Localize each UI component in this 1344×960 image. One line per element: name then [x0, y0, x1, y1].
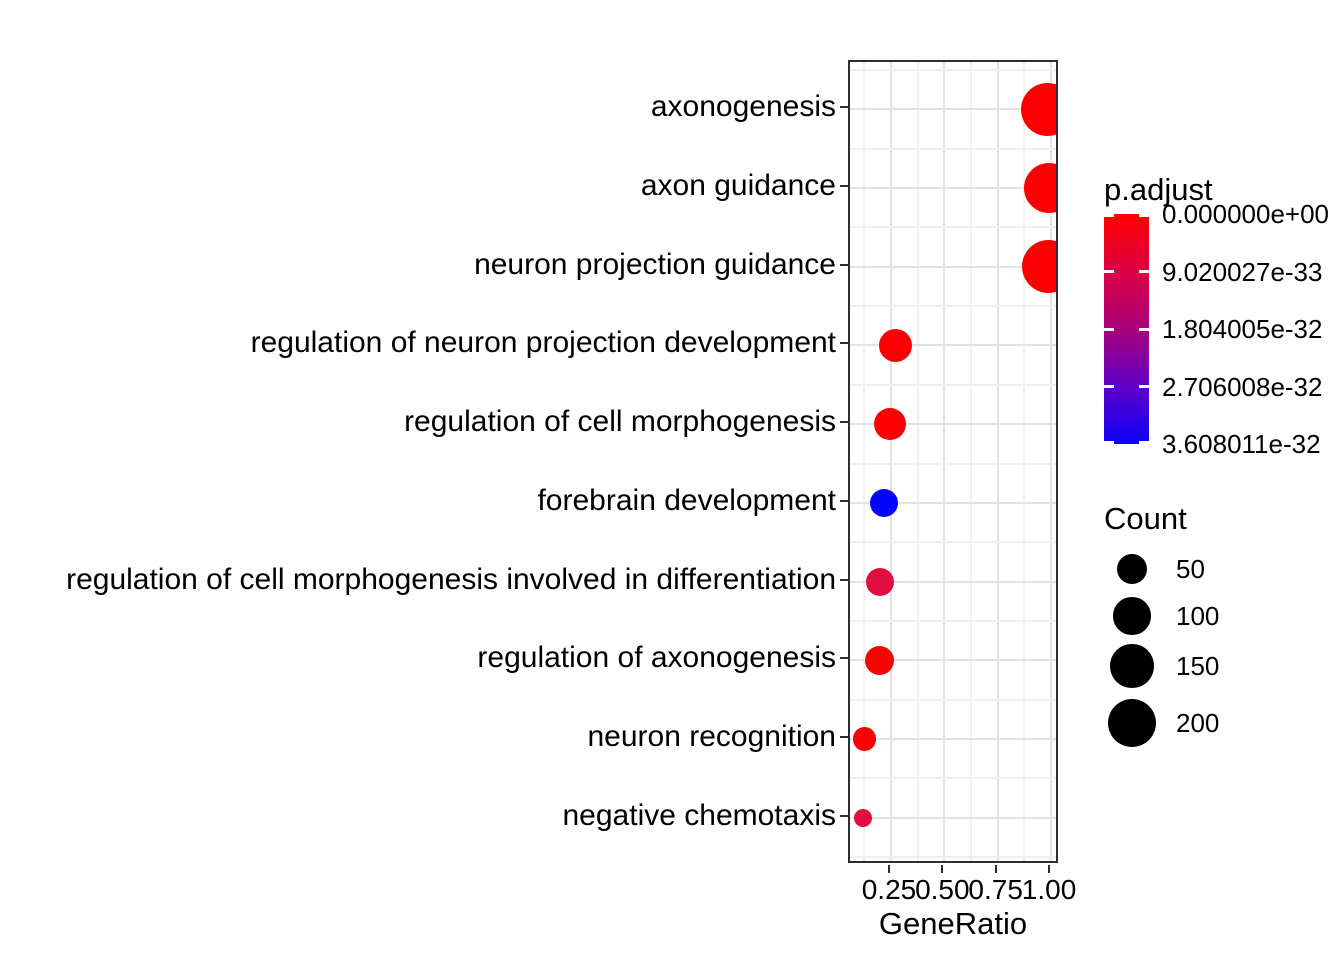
gridline-minor-horizontal	[850, 462, 1056, 465]
y-axis-tick	[840, 736, 848, 739]
y-axis-label: negative chemotaxis	[562, 798, 837, 832]
y-axis-tick	[840, 814, 848, 817]
colorbar-tick	[1104, 270, 1114, 273]
data-point	[878, 328, 912, 362]
y-axis-label: axonogenesis	[650, 90, 836, 124]
count-legend-label: 100	[1176, 601, 1220, 631]
gridline-major-vertical	[889, 62, 892, 861]
gridline-major-horizontal	[850, 816, 1056, 819]
gridline-major-vertical	[996, 62, 999, 861]
gridline-minor-vertical	[863, 62, 866, 861]
data-point	[865, 567, 894, 596]
data-point	[853, 727, 877, 751]
y-axis-tick	[840, 421, 848, 424]
x-axis-tick	[1048, 865, 1051, 873]
count-legend-circle	[1107, 698, 1156, 747]
y-axis-tick	[840, 263, 848, 266]
count-legend-circle	[1113, 597, 1151, 635]
colorbar-tick-label: 1.804005e-32	[1162, 314, 1323, 344]
gridline-major-horizontal	[850, 580, 1056, 583]
colorbar-tick	[1104, 385, 1114, 388]
colorbar-tick	[1139, 214, 1149, 217]
x-axis-title: GeneRatio	[878, 906, 1028, 941]
gridline-major-vertical	[1050, 62, 1053, 861]
x-axis-tick-label: 0.50	[915, 874, 970, 905]
colorbar-tick-label: 3.608011e-32	[1162, 429, 1321, 459]
y-axis-label: regulation of neuron projection developm…	[250, 326, 836, 360]
gridline-minor-horizontal	[850, 541, 1056, 544]
x-axis-tick-label: 1.00	[1021, 874, 1077, 905]
gridline-major-horizontal	[850, 265, 1056, 268]
colorbar-tick-label: 9.020027e-33	[1162, 256, 1323, 287]
y-axis-tick	[840, 578, 848, 581]
data-point	[1022, 240, 1056, 294]
colorbar-tick-label: 0.000000e+00	[1162, 199, 1330, 229]
y-axis-label: regulation of axonogenesis	[477, 641, 836, 675]
count-legend-label: 50	[1176, 554, 1205, 584]
gridline-minor-horizontal	[850, 619, 1056, 622]
y-axis-label: regulation of cell morphogenesis involve…	[66, 562, 836, 596]
x-axis-tick-label: 0.25	[861, 874, 917, 905]
gridline-major-horizontal	[850, 659, 1056, 662]
colorbar-tick	[1104, 327, 1114, 331]
gridline-major-horizontal	[850, 501, 1056, 504]
colorbar-tick	[1139, 441, 1149, 444]
y-axis-label: axon guidance	[640, 168, 836, 202]
count-legend-circle	[1110, 644, 1154, 688]
gridline-minor-horizontal	[850, 305, 1056, 308]
data-point	[864, 645, 894, 675]
data-point	[870, 488, 899, 517]
gridline-minor-vertical	[1023, 62, 1026, 861]
y-axis-tick	[840, 499, 848, 502]
colorbar-tick	[1104, 441, 1114, 444]
count-legend-title: Count	[1104, 501, 1187, 536]
gridline-minor-horizontal	[850, 226, 1056, 229]
count-legend-circle	[1116, 553, 1147, 584]
gridline-minor-vertical	[916, 62, 919, 861]
y-axis-label: regulation of cell morphogenesis	[404, 405, 836, 439]
data-point	[853, 808, 873, 827]
count-legend-label: 150	[1176, 651, 1220, 681]
gridline-major-horizontal	[850, 738, 1056, 741]
x-axis-tick	[941, 865, 944, 873]
data-point	[873, 408, 906, 441]
data-point	[1023, 162, 1056, 214]
gridline-minor-horizontal	[850, 147, 1056, 150]
colorbar-tick	[1139, 270, 1149, 273]
gridline-minor-horizontal	[850, 856, 1056, 859]
x-axis-tick	[994, 865, 997, 873]
y-axis-label: neuron recognition	[587, 720, 836, 754]
gridline-major-horizontal	[850, 108, 1056, 111]
y-axis-tick	[840, 342, 848, 345]
gridline-major-vertical	[943, 62, 946, 861]
colorbar-tick	[1139, 385, 1149, 388]
gridline-minor-horizontal	[850, 68, 1056, 71]
gridline-minor-horizontal	[850, 383, 1056, 386]
y-axis-tick	[840, 657, 848, 660]
gridline-major-horizontal	[850, 423, 1056, 426]
padjust-legend-title: p.adjust	[1104, 172, 1213, 207]
y-axis-label: neuron projection guidance	[474, 247, 836, 281]
plot-panel	[848, 60, 1058, 863]
x-axis-tick	[887, 865, 890, 873]
colorbar-tick	[1139, 327, 1149, 331]
count-legend-label: 200	[1176, 708, 1220, 738]
gridline-minor-horizontal	[850, 777, 1056, 780]
y-axis-label: forebrain development	[537, 483, 836, 517]
y-axis-tick	[840, 106, 848, 109]
data-point	[1021, 82, 1056, 136]
padjust-colorbar	[1104, 214, 1149, 444]
gridline-minor-horizontal	[850, 698, 1056, 701]
gridline-major-horizontal	[850, 344, 1056, 347]
y-axis-tick	[840, 184, 848, 187]
gridline-major-horizontal	[850, 186, 1056, 189]
gridline-minor-vertical	[970, 62, 972, 861]
colorbar-tick-label: 2.706008e-32	[1162, 371, 1323, 402]
x-axis-tick-label: 0.75	[968, 874, 1023, 905]
colorbar-tick	[1104, 214, 1114, 217]
